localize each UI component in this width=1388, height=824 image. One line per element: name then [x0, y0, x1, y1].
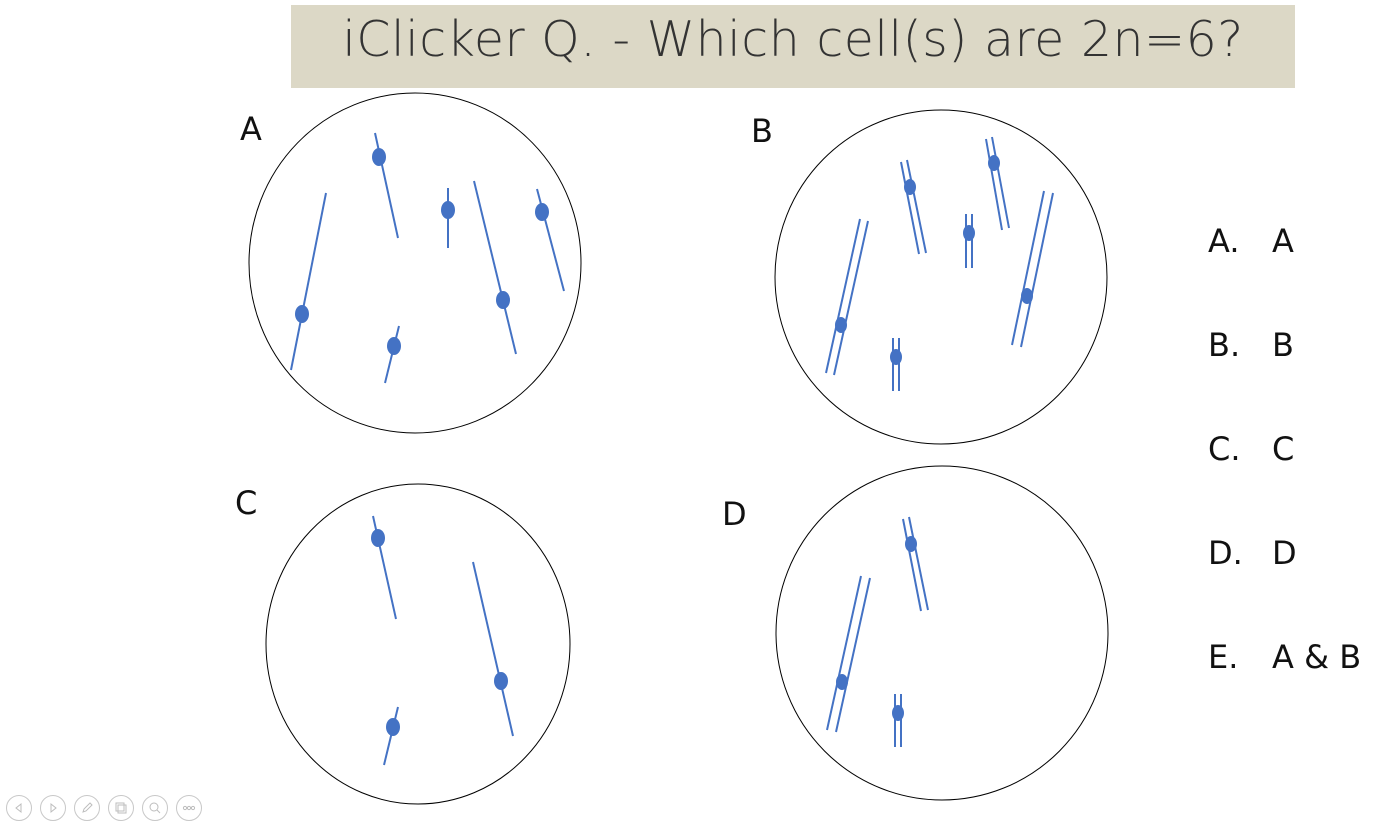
choice-b: B.B	[1208, 326, 1294, 364]
prev-icon[interactable]	[6, 795, 32, 821]
cell-c-label: C	[235, 484, 258, 522]
choice-c: C.C	[1208, 430, 1295, 468]
pen-icon[interactable]	[74, 795, 100, 821]
cell-d-outline	[775, 465, 1109, 801]
choice-a: A.A	[1208, 222, 1294, 260]
choice-d: D.D	[1208, 534, 1297, 572]
cell-d-label: D	[722, 495, 747, 533]
cell-b-outline	[774, 109, 1108, 445]
slide-title: iClicker Q. - Which cell(s) are 2n=6?	[342, 11, 1244, 68]
cell-a-outline	[248, 92, 582, 434]
choice-e: E.A & B	[1208, 638, 1362, 676]
title-bar: iClicker Q. - Which cell(s) are 2n=6?	[291, 5, 1295, 88]
slides-icon[interactable]	[108, 795, 134, 821]
more-icon[interactable]	[176, 795, 202, 821]
cell-a-label: A	[240, 110, 262, 148]
zoom-icon[interactable]	[142, 795, 168, 821]
cell-c-chromosomes	[371, 515, 514, 766]
cell-c-outline	[265, 483, 571, 805]
cell-b-label: B	[751, 112, 773, 150]
cell-d-chromosomes	[826, 516, 929, 747]
next-icon[interactable]	[40, 795, 66, 821]
cell-a-chromosomes	[290, 132, 565, 384]
cell-b-chromosomes	[825, 136, 1054, 391]
slideshow-toolbar	[6, 795, 202, 823]
